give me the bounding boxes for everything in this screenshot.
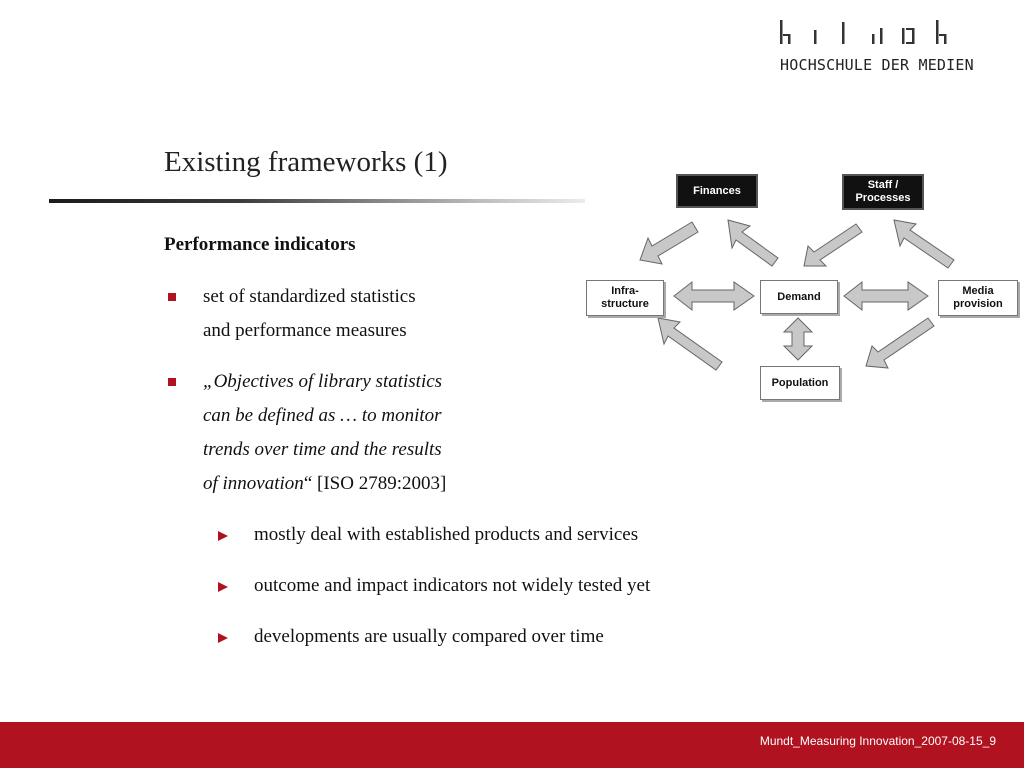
sub-bullet-3: developments are usually compared over t…	[254, 626, 604, 647]
sub-bullet-1: mostly deal with established products an…	[254, 524, 639, 545]
triangle-bullet-icon	[218, 582, 228, 592]
arrow-staff-demand	[803, 223, 863, 267]
arrow-infra-demand	[673, 280, 755, 312]
triangle-bullet-icon	[218, 531, 228, 541]
quote-line-4: of innovation	[203, 473, 304, 494]
bullet-1-line-1: set of standardized statistics	[203, 286, 416, 307]
citation: “ [ISO 2789:2003]	[303, 473, 447, 494]
node-finances: Finances	[676, 174, 758, 208]
bullet-1: set of standardized statistics and perfo…	[203, 280, 416, 348]
triangle-bullet-icon	[218, 633, 228, 643]
arrow-media-population	[865, 317, 935, 369]
bullet-1-line-2: and performance measures	[203, 320, 407, 341]
bullet-square-icon	[168, 293, 176, 301]
node-infrastructure: Infra- structure	[586, 280, 664, 316]
sub-bullet-2: outcome and impact indicators not widely…	[254, 575, 651, 596]
footer-text: Mundt_Measuring Innovation_2007-08-15_9	[759, 734, 996, 748]
footer-bar: Mundt_Measuring Innovation_2007-08-15_9	[0, 722, 1024, 768]
bullet-2: „Objectives of library statistics can be…	[203, 365, 446, 501]
quote-line-2: can be defined as … to monitor	[203, 405, 442, 426]
arrow-infra-population	[657, 317, 723, 371]
hdm-logo: HOCHSCHULE DER MEDIEN	[778, 18, 998, 76]
arrow-staff-media	[893, 219, 955, 269]
arrow-demand-media	[843, 280, 929, 312]
slide-title: Existing frameworks (1)	[164, 146, 448, 178]
bullet-square-icon	[168, 378, 176, 386]
arrow-finances-infrastructure	[639, 221, 699, 265]
quote-line-1: „Objectives of library statistics	[203, 371, 443, 392]
node-population: Population	[760, 366, 840, 400]
node-staff-processes: Staff / Processes	[842, 174, 924, 210]
title-divider	[49, 199, 585, 203]
arrow-demand-population	[782, 317, 814, 361]
logo-text: HOCHSCHULE DER MEDIEN	[780, 56, 974, 74]
arrow-finances-demand	[727, 219, 779, 267]
quote-line-3: trends over time and the results	[203, 439, 442, 460]
hdm-logo-icon	[780, 20, 947, 44]
subheading: Performance indicators	[164, 234, 356, 255]
framework-diagram: Finances Staff / Processes Infra- struct…	[582, 168, 1024, 408]
node-media-provision: Media provision	[938, 280, 1018, 316]
diagram-arrows	[639, 219, 955, 371]
node-demand: Demand	[760, 280, 838, 314]
